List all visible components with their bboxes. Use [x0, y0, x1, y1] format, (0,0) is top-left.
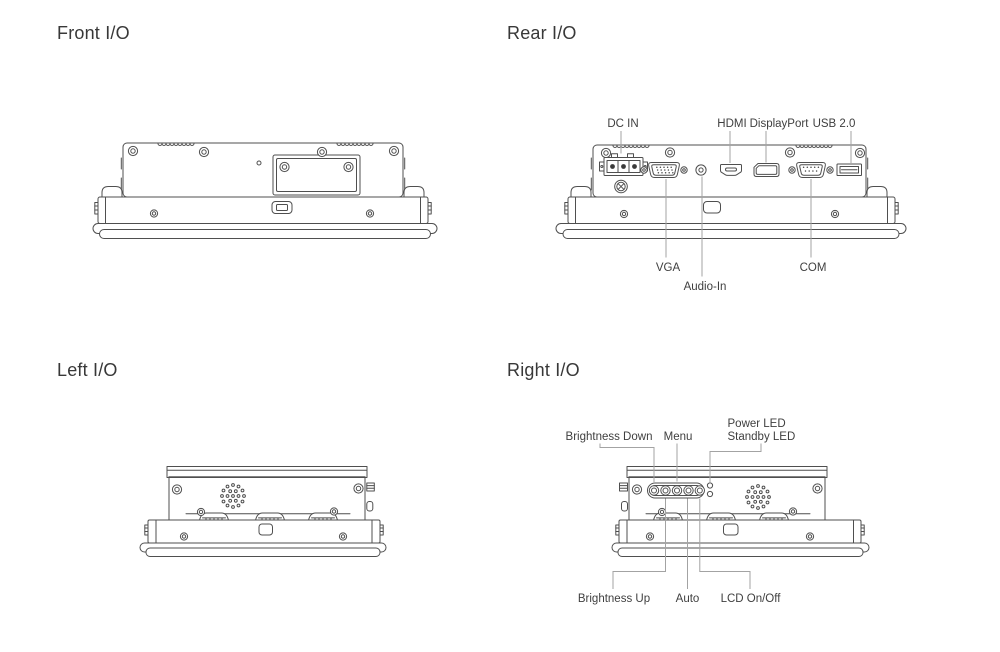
- left-bezel-tab-left: [144, 524, 149, 536]
- left-mount-feet: [199, 512, 338, 521]
- rear-io-annotations: DC IN HDMI DisplayPort USB 2.0 VGA Audio…: [607, 118, 855, 293]
- rear-bezel: [567, 196, 896, 224]
- auto-label: Auto: [676, 593, 700, 605]
- dc-in-connector: [599, 153, 648, 176]
- right-bezel-tab-left: [615, 524, 620, 536]
- left-center-connector: [258, 523, 273, 536]
- brightness-down-button: [648, 485, 660, 496]
- right-edge-tab-top: [619, 482, 628, 492]
- displayport-port: [753, 163, 780, 177]
- menu-label: Menu: [664, 431, 693, 443]
- dc-in-label: DC IN: [607, 118, 638, 130]
- section-title-front-io: Front I/O: [57, 23, 130, 43]
- lcd-on-off-leader: [699, 498, 751, 589]
- standby-led: [706, 490, 714, 498]
- com-port: [788, 162, 834, 178]
- front-center-connector: [271, 201, 293, 214]
- rear-bezel-tab-right: [894, 202, 899, 215]
- brightness-down-label: Brightness Down: [566, 431, 653, 443]
- right-center-connector: [723, 523, 739, 536]
- front-pinhole: [256, 160, 262, 166]
- osd-button-panel: [647, 482, 705, 499]
- front-bezel-tab-right: [427, 202, 432, 215]
- vga-pins: [656, 166, 674, 174]
- rear-mount-cap-left: [570, 186, 592, 198]
- front-io-drawing: [92, 142, 438, 239]
- front-vent-right: [336, 143, 374, 146]
- rear-io-drawing: [555, 144, 907, 239]
- brightness-up-label: Brightness Up: [578, 593, 650, 605]
- hdmi-label: HDMI: [717, 118, 746, 130]
- right-io-drawing: [611, 466, 870, 557]
- front-body: [122, 142, 404, 198]
- vga-connector: [640, 162, 688, 178]
- power-led-label: Power LED: [728, 418, 786, 430]
- grounding-screw: [614, 179, 628, 194]
- usb-label: USB 2.0: [813, 118, 856, 130]
- front-bezel: [97, 196, 429, 224]
- brightness-down-leader: [599, 443, 655, 482]
- audio-in-jack: [695, 164, 707, 176]
- rear-vent-right: [795, 145, 833, 148]
- section-title-rear-io: Rear I/O: [507, 23, 577, 43]
- hdmi-port: [720, 164, 742, 176]
- front-side-ticks: [120, 157, 406, 192]
- front-bezel-tab-left: [94, 202, 99, 215]
- brightness-up-leader: [612, 498, 666, 589]
- front-mount-cap-left: [101, 186, 123, 198]
- left-io-drawing: [139, 466, 387, 557]
- rear-bezel-tab-left: [564, 202, 569, 215]
- right-bezel-tab-right: [860, 524, 865, 536]
- rear-center-connector: [703, 201, 721, 214]
- power-led: [706, 482, 714, 489]
- auto-button: [683, 485, 694, 496]
- left-top-band: [166, 466, 368, 478]
- com-label: COM: [800, 262, 827, 274]
- rear-side-ticks: [590, 157, 869, 191]
- standby-led-label: Standby LED: [728, 431, 796, 443]
- right-bezel: [618, 519, 862, 544]
- left-edge-tab-bottom: [366, 501, 374, 512]
- right-edge-tab-bottom: [621, 501, 628, 512]
- left-edge-tab-top: [366, 482, 375, 492]
- front-recess-cover: [272, 154, 361, 196]
- section-title-right-io: Right I/O: [507, 360, 580, 380]
- lcd-on-off-label: LCD On/Off: [721, 593, 782, 605]
- section-title-left-io: Left I/O: [57, 360, 118, 380]
- right-mount-feet: [653, 512, 789, 521]
- front-mount-cap-right: [403, 186, 425, 198]
- left-bezel-tab-right: [379, 524, 384, 536]
- audio-in-label: Audio-In: [684, 281, 727, 293]
- vga-label: VGA: [656, 262, 681, 274]
- right-io-annotations: Power LED Standby LED Brightness Down Me…: [566, 418, 796, 605]
- front-vent-left: [157, 143, 195, 146]
- menu-button: [671, 485, 683, 496]
- power-standby-led-leader: [709, 443, 762, 482]
- usb-port: [836, 163, 862, 176]
- lcd-on-off-button: [694, 485, 705, 496]
- brightness-up-button: [660, 485, 671, 496]
- rear-vent-left: [612, 145, 650, 148]
- displayport-label: DisplayPort: [750, 118, 810, 130]
- rear-mount-cap-right: [866, 186, 888, 198]
- com-pins: [802, 166, 820, 172]
- right-top-band: [626, 466, 828, 478]
